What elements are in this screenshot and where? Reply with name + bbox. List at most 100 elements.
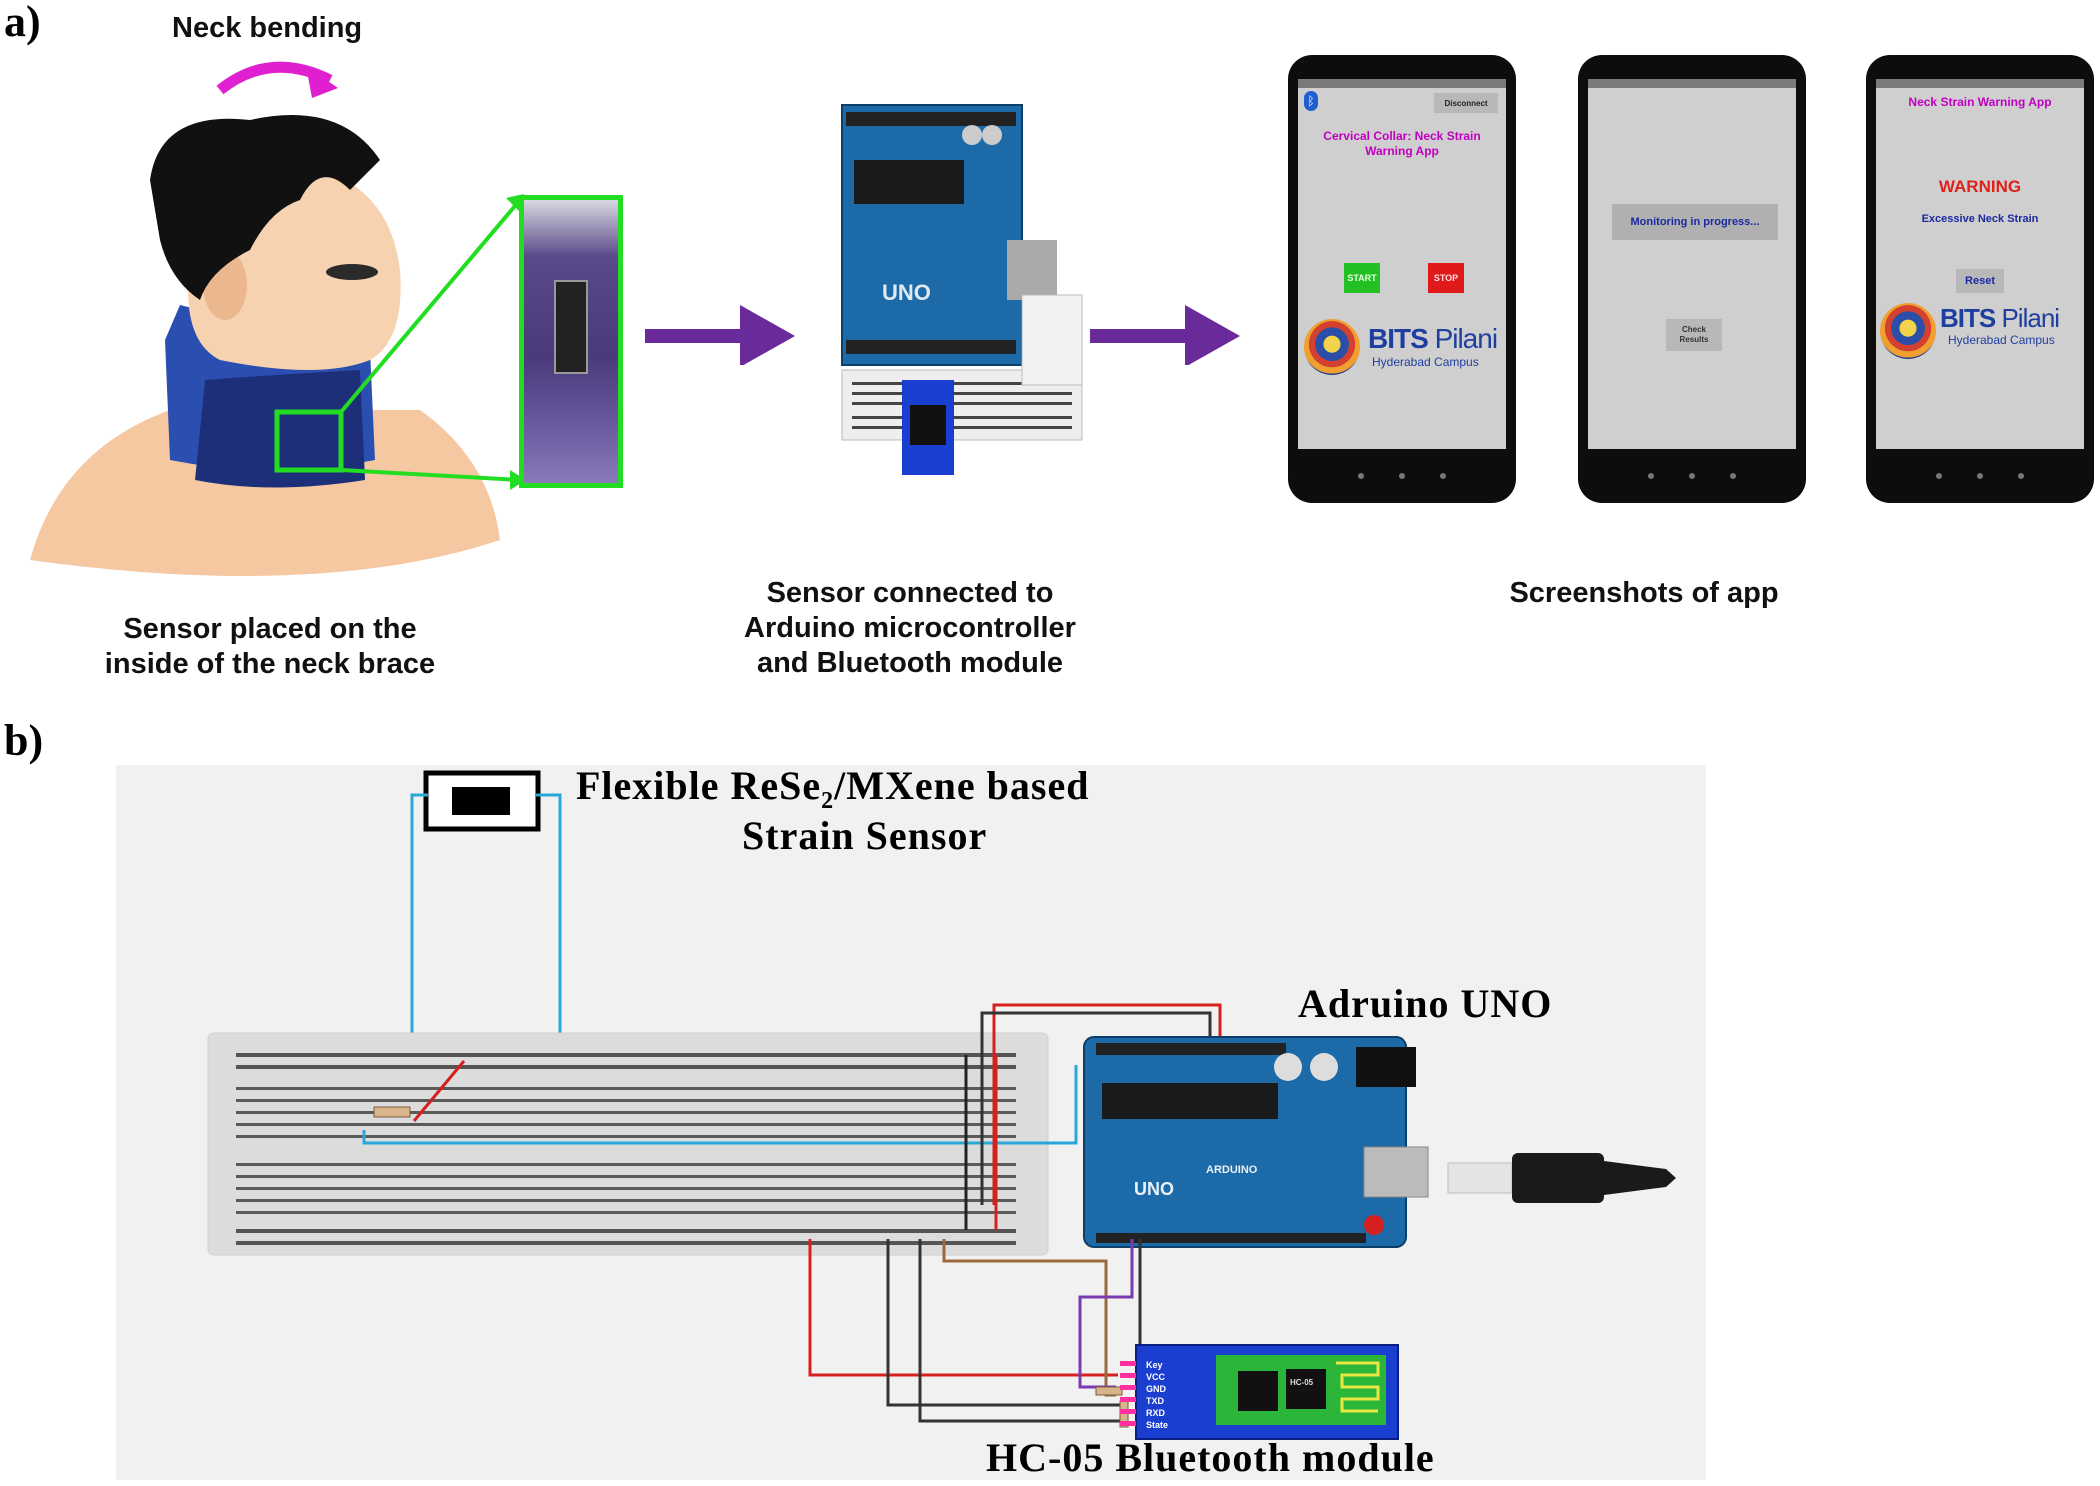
check-results-line-1: Check <box>1681 325 1706 334</box>
panel-b-label: b) <box>4 716 44 765</box>
phone-3-nav-home <box>1977 473 1983 479</box>
arduino-dc-jack <box>1356 1047 1416 1087</box>
neck-bending-label: Neck bending <box>172 12 363 44</box>
caption-app-screenshots: Screenshots of app <box>1509 577 1779 609</box>
arduino-breadboard-photo: UNO <box>841 104 1083 475</box>
signal-wire-blue <box>362 1065 1078 1145</box>
hc05-chip-1 <box>1238 1371 1278 1411</box>
wire-red-hc05 <box>808 1239 1118 1377</box>
power-wire-red-top <box>992 1003 1222 1205</box>
hc05-pin-txd: TXD <box>1146 1396 1165 1406</box>
phone-1-statusbar <box>1298 79 1506 88</box>
phone-3-nav-recent <box>2018 473 2024 479</box>
phone-3-title: Neck Strain Warning App <box>1908 95 2052 109</box>
caption-sensor-placement: Sensor placed on the inside of the neck … <box>60 612 480 682</box>
bits-emblem-1 <box>1304 319 1360 375</box>
phone-screenshot-2: Monitoring in progress... Check Results <box>1578 55 1806 503</box>
bits-sub-3: Hyderabad Campus <box>1948 333 2055 347</box>
strain-sensor-label-line-2: Strain Sensor <box>742 813 988 858</box>
shoulders <box>30 410 500 576</box>
caption-sensor-line-1: Sensor placed on the <box>123 613 417 645</box>
monitoring-status: Monitoring in progress... <box>1612 204 1778 240</box>
hc05-pin-key: Key <box>1146 1360 1163 1370</box>
hc05-pin-state: State <box>1146 1420 1168 1430</box>
breadboard-rails <box>236 1053 1016 1245</box>
hair <box>150 115 380 300</box>
phone-2-nav-home <box>1689 473 1695 479</box>
sensor-wire-right <box>536 793 562 1055</box>
check-results-line-2: Results <box>1679 335 1709 344</box>
reset-button[interactable]: Reset <box>1956 269 2004 293</box>
warning-text: WARNING <box>1938 177 2022 196</box>
phone-3-statusbar <box>1876 79 2084 88</box>
side-breadboard <box>1021 294 1083 386</box>
strain-sensor-element <box>452 787 510 815</box>
stop-button[interactable]: STOP <box>1428 263 1464 293</box>
arduino-header-top <box>846 112 1016 126</box>
phone-1-title-line-2: Warning App <box>1365 144 1439 158</box>
phone-screenshot-3: Neck Strain Warning App WARNING Excessiv… <box>1866 55 2094 503</box>
wire-purple-hc05 <box>1078 1239 1134 1389</box>
wire-brown-hc05 <box>942 1239 1116 1397</box>
bits-sub-1: Hyderabad Campus <box>1372 355 1479 369</box>
arduino-header-bottom <box>846 340 1016 354</box>
eyebrow <box>326 264 378 280</box>
red-jumper-diagonal <box>412 1060 466 1122</box>
phone-3-screen: Neck Strain Warning App WARNING Excessiv… <box>1876 79 2084 449</box>
strain-sensor-label-subscript: 2 <box>821 788 835 814</box>
phone-2-nav-back <box>1648 473 1654 479</box>
capacitor-2 <box>982 125 1002 145</box>
hc05-chip-label: HC-05 <box>1290 1378 1314 1387</box>
zoom-line-top <box>339 198 522 414</box>
excessive-strain-text: Excessive Neck Strain <box>1921 213 2039 225</box>
bluetooth-icon[interactable]: ᛒ <box>1304 91 1318 111</box>
flow-arrow-1 <box>645 305 795 365</box>
phone-2-screen: Monitoring in progress... Check Results <box>1588 79 1796 449</box>
mini-bt-chip <box>910 405 946 445</box>
circuit-diagram: UNO ARDUINO HC-05 Key VCC GND TXD RXD St… <box>207 770 1676 1440</box>
hc05-chip-2 <box>1286 1369 1326 1409</box>
caption-sensor-line-2: inside of the neck brace <box>104 648 436 680</box>
breadboard-holes <box>852 382 1072 429</box>
power-wire-black-top <box>980 1011 1212 1205</box>
sensor-photo-inset <box>519 195 623 488</box>
arduino-top-header <box>1096 1043 1286 1055</box>
sensor-wire-left <box>410 793 428 1055</box>
usb-port <box>1007 240 1057 300</box>
usb-cable-tail <box>1604 1161 1676 1195</box>
caption-arduino-line-3: and Bluetooth module <box>756 647 1064 679</box>
start-button[interactable]: START <box>1344 263 1380 293</box>
caption-arduino-line-2: Arduino microcontroller <box>744 612 1076 644</box>
wire-black-hc05-a <box>886 1239 1122 1407</box>
sensor-highlight-box <box>274 409 344 473</box>
phone-2-statusbar <box>1588 79 1796 88</box>
wire-black-hc05-b <box>918 1239 1126 1423</box>
caption-arduino: Sensor connected to Arduino microcontrol… <box>700 576 1120 681</box>
caption-arduino-line-1: Sensor connected to <box>766 577 1054 609</box>
usb-cable-plug <box>1512 1153 1604 1203</box>
phone-1-title-line-1: Cervical Collar: Neck Strain <box>1323 129 1481 143</box>
hc05-pin-labels: Key VCC GND TXD RXD State <box>1146 1360 1168 1430</box>
arduino-usb-port <box>1363 1146 1429 1198</box>
hc05-pin-header <box>1120 1361 1136 1426</box>
panel-a-label: a) <box>4 0 41 46</box>
arduino-cap-2 <box>1310 1053 1338 1081</box>
arduino-cap-1 <box>1274 1053 1302 1081</box>
capacitor-1 <box>962 125 982 145</box>
hc05-pin-vcc: VCC <box>1146 1372 1166 1382</box>
strain-sensor-label-line-1: Flexible ReSe2/MXene based <box>576 762 1090 815</box>
bits-emblem-3 <box>1880 303 1936 359</box>
zoom-line-bottom <box>340 468 521 482</box>
arduino-bottom-header <box>1096 1233 1366 1243</box>
arduino-uno-label: Adruino UNO <box>1298 981 1553 1026</box>
usb-cable-plug-metal <box>1447 1162 1513 1194</box>
zoom-arrowhead-bottom <box>510 470 526 490</box>
flow-arrow-2 <box>1090 305 1240 365</box>
sensor-device <box>554 280 588 374</box>
strain-sensor-label-part2: /MXene based <box>834 763 1090 808</box>
phone-1-nav-recent <box>1440 473 1446 479</box>
phone-1-nav-back <box>1358 473 1364 479</box>
bits-logo-1: BITS Pilani <box>1368 323 1498 354</box>
disconnect-button[interactable]: Disconnect <box>1434 93 1498 113</box>
check-results-button[interactable]: Check Results <box>1666 319 1722 351</box>
